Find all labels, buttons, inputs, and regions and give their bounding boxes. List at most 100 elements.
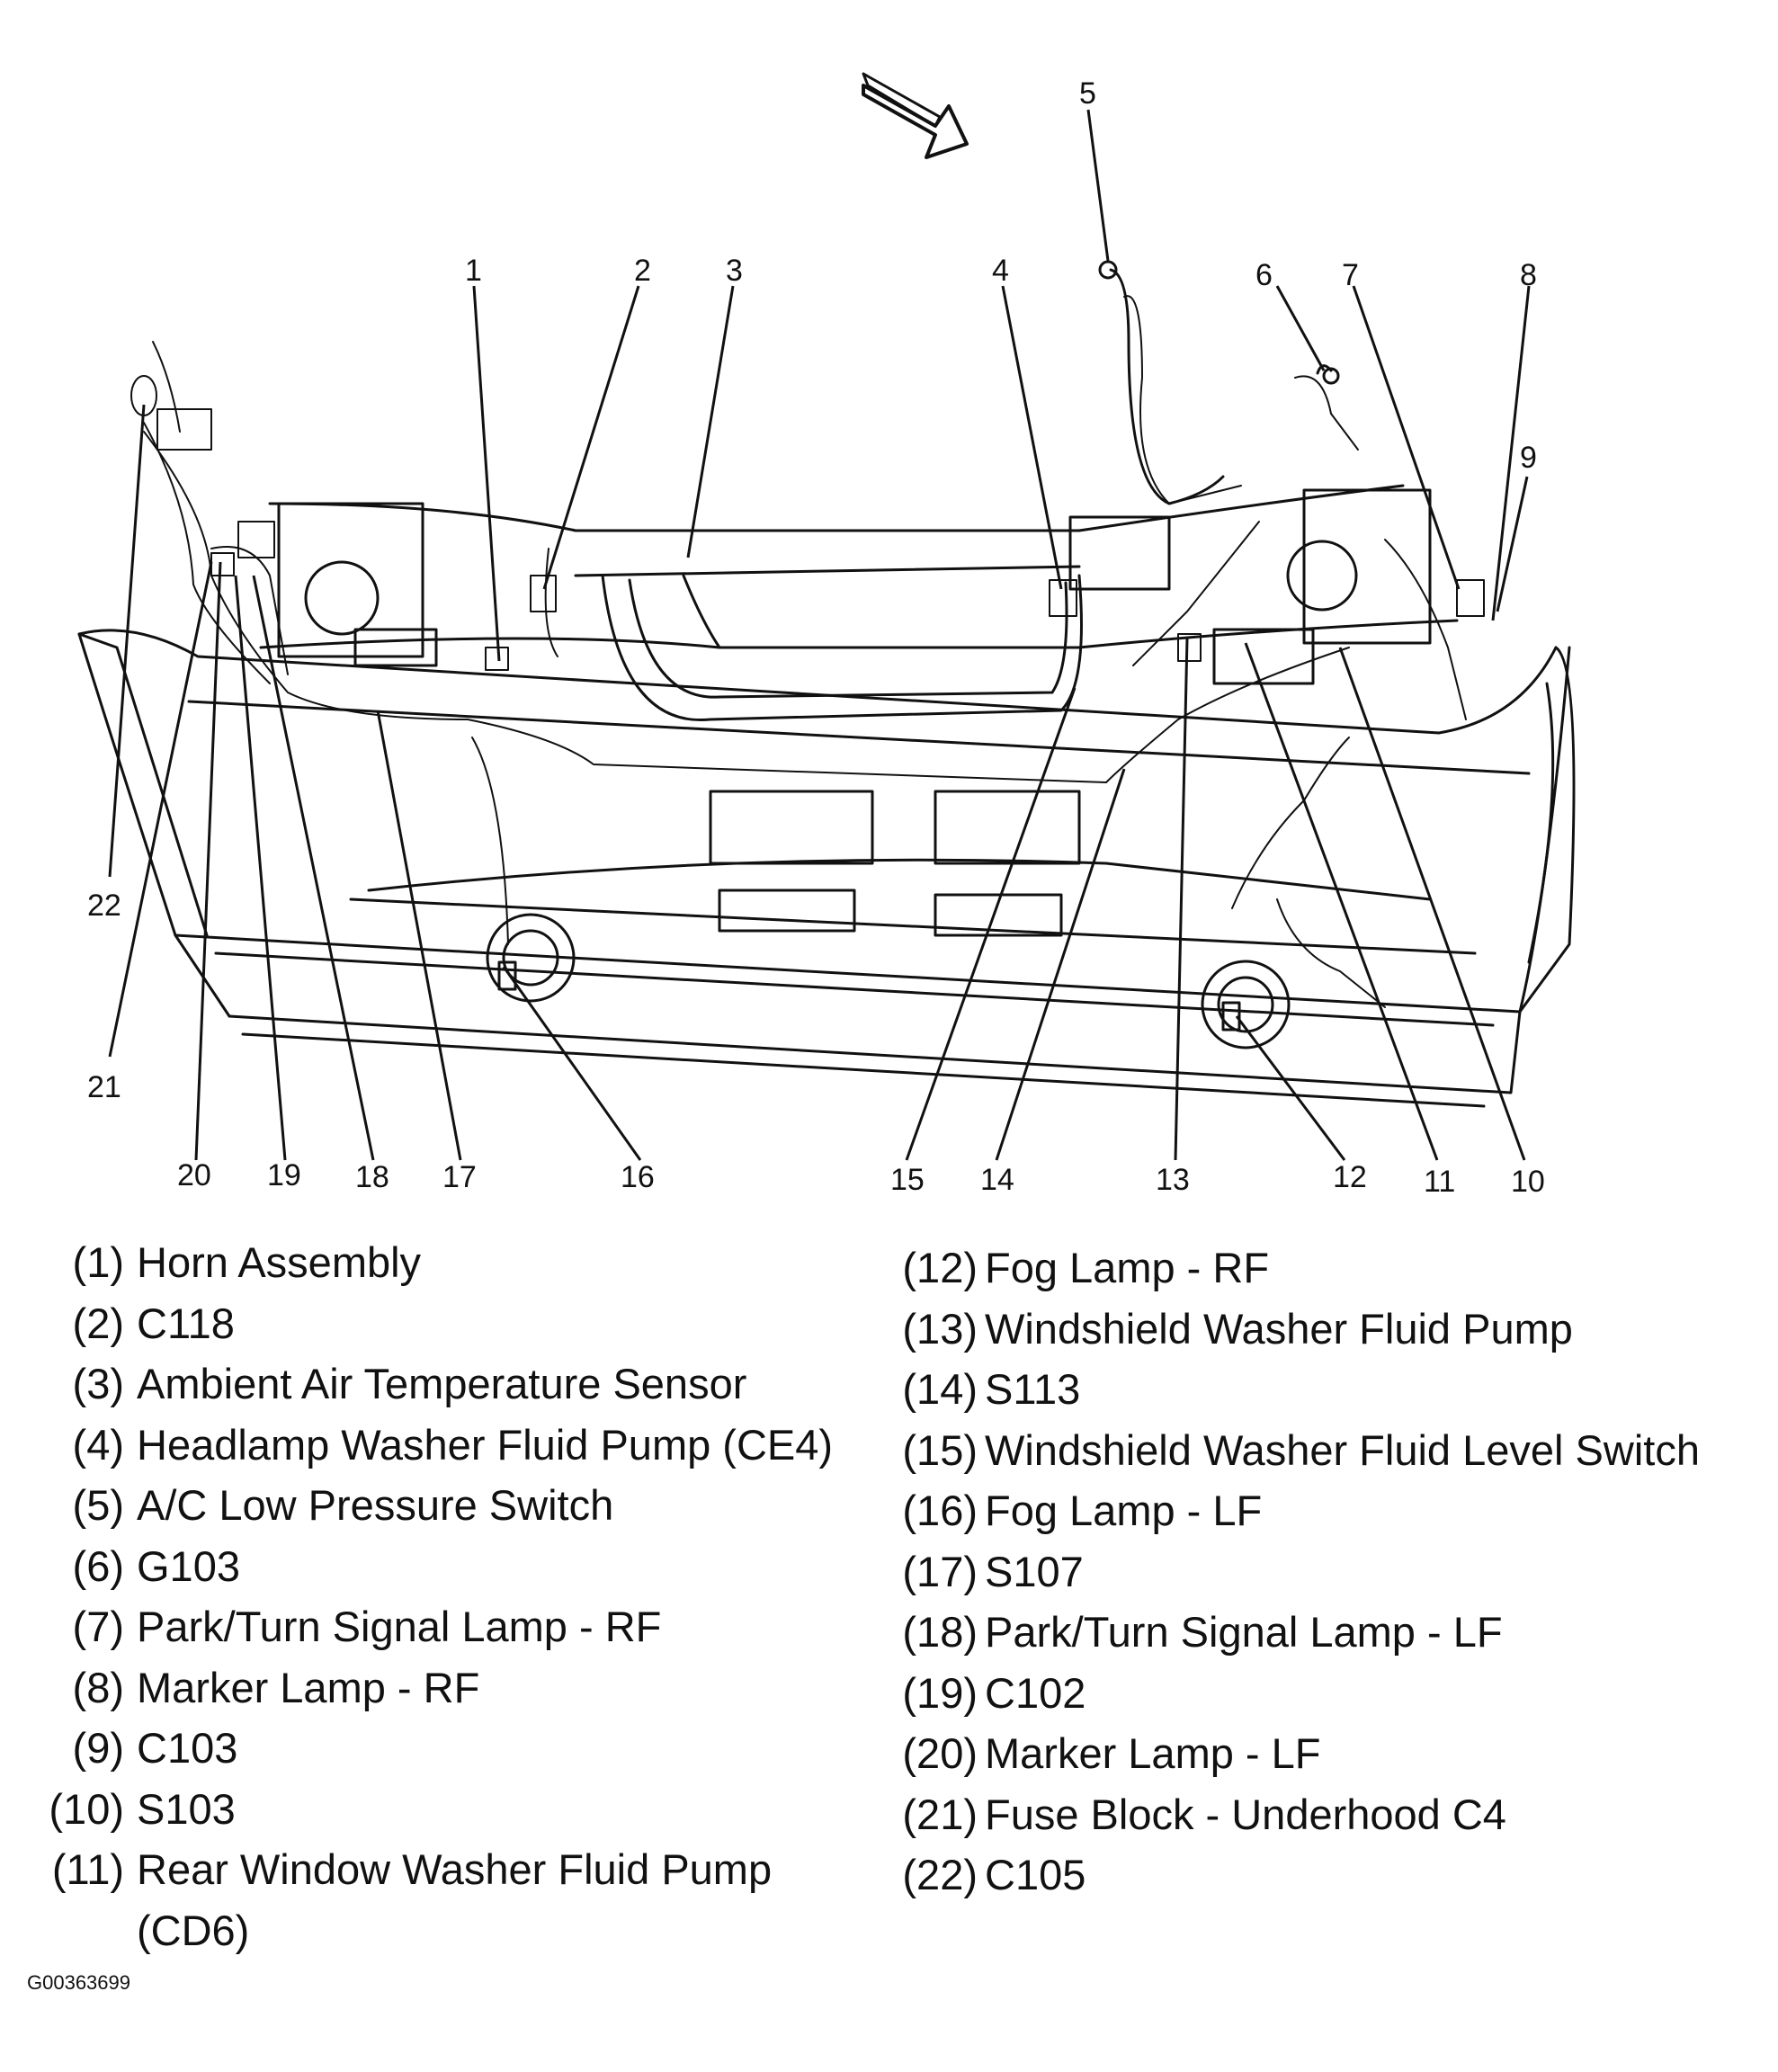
legend-item-number: (1) [72,1238,124,1286]
legend-item-number: (10) [49,1784,124,1833]
legend-item: (10) S103 [27,1779,833,1840]
legend-item-label: Fog Lamp - LF [985,1487,1263,1534]
legend-item: (15)Windshield Washer Fluid Level Switch [886,1420,1700,1481]
callout-7: 7 [1342,258,1359,292]
callout-12: 12 [1333,1160,1367,1194]
legend-item-label: Park/Turn Signal Lamp - LF [985,1608,1503,1656]
legend-item: (21)Fuse Block - Underhood C4 [886,1784,1700,1845]
legend-item: (11) Rear Window Washer Fluid Pump (CD6) [27,1839,833,1960]
callout-5: 5 [1079,76,1096,111]
legend-item-label: S113 [985,1365,1081,1413]
callout-16: 16 [621,1160,655,1194]
callout-11: 11 [1424,1165,1455,1199]
callout-18: 18 [355,1160,389,1194]
legend-item-number: (7) [72,1603,124,1650]
legend-item-number: (16) [902,1487,978,1534]
legend-item-number: (14) [902,1365,978,1413]
legend-item-number: (4) [72,1420,124,1469]
callout-9: 9 [1520,441,1537,475]
legend-item-number: (11) [51,1845,124,1893]
legend-item-label: Marker Lamp - LF [985,1729,1321,1777]
legend-item-number: (6) [72,1541,124,1590]
legend-item: (8) Marker Lamp - RF [27,1657,833,1719]
legend-item-number: (3) [72,1360,124,1407]
legend-item-number: (15) [902,1425,978,1474]
legend-item-number: (22) [902,1851,978,1898]
callout-4: 4 [992,254,1009,288]
legend-item-number: (2) [72,1299,124,1347]
legend-item: (18)Park/Turn Signal Lamp - LF [886,1602,1700,1663]
figure-id: G00363699 [27,1971,130,1994]
legend-item-label: Ambient Air Temperature Sensor [137,1360,747,1407]
ac-line-drawing [1098,260,1340,505]
legend-item-number: (21) [902,1790,978,1838]
legend-item-label: Park/Turn Signal Lamp - RF [137,1603,662,1650]
legend-item: (13)Windshield Washer Fluid Pump [886,1299,1700,1360]
legend-item: (17)S107 [886,1541,1700,1603]
legend-item: (2) C118 [27,1293,833,1354]
callout-3: 3 [726,254,743,288]
legend-item: (9) C103 [27,1718,833,1779]
legend-item-label: C103 [137,1724,238,1772]
legend-item-label: G103 [137,1541,240,1590]
legend-item-number: (20) [902,1729,978,1777]
legend-item: (4) Headlamp Washer Fluid Pump (CE4) [27,1415,833,1476]
legend-item: (16)Fog Lamp - LF [886,1480,1700,1541]
callout-22: 22 [87,889,121,923]
wiring-harness-drawing [130,295,1485,1008]
legend-item-label: Windshield Washer Fluid Level Switch [985,1425,1700,1474]
legend-item-number: (19) [902,1668,978,1717]
legend-item-label: Fuse Block - Underhood C4 [985,1790,1506,1838]
legend-item-label: S103 [137,1784,236,1833]
legend-item-number: (9) [72,1724,124,1772]
legend-item-label: Marker Lamp - RF [137,1663,480,1711]
legend-item: (3) Ambient Air Temperature Sensor [27,1353,833,1415]
callout-17: 17 [442,1160,477,1194]
front-end-wiring-diagram: 1 2 3 4 5 6 7 8 9 10 11 12 13 14 15 16 1… [77,72,1576,1199]
legend-item-label: Horn Assembly [137,1238,422,1286]
legend-item-number: (12) [902,1244,978,1291]
callout-14: 14 [980,1163,1014,1197]
legend-item-label: Fog Lamp - RF [985,1244,1270,1291]
callout-6: 6 [1255,258,1273,292]
callout-13: 13 [1156,1163,1190,1197]
legend-item-label: Windshield Washer Fluid Pump [985,1304,1573,1353]
fog-lamp-lf-drawing [486,913,576,1003]
callout-labels: 1 2 3 4 5 6 7 8 9 10 11 12 13 14 15 16 1… [87,76,1545,1199]
legend-item: (1) Horn Assembly [27,1232,833,1293]
legend-right-column: (12)Fog Lamp - RF(13)Windshield Washer F… [886,1237,1700,1906]
legend-item: (12)Fog Lamp - RF [886,1237,1700,1299]
legend-item: (22)C105 [886,1844,1700,1906]
callout-19: 19 [267,1158,301,1192]
legend-item: (6) G103 [27,1536,833,1597]
legend-item: (20)Marker Lamp - LF [886,1723,1700,1784]
legend-item: (14)S113 [886,1359,1700,1420]
callout-8: 8 [1520,258,1537,292]
legend-item-number: (8) [72,1663,124,1711]
legend-item: (7) Park/Turn Signal Lamp - RF [27,1596,833,1657]
callout-1: 1 [465,254,482,288]
legend-item-label: S107 [985,1547,1084,1595]
callout-15: 15 [890,1163,925,1197]
legend-left-column: (1) Horn Assembly (2) C118 (3) Ambient Air Te… [27,1232,833,1960]
callout-10: 10 [1511,1165,1545,1199]
legend-item-label: Headlamp Washer Fluid Pump (CE4) [137,1420,834,1469]
legend-item-label: C105 [985,1851,1086,1898]
front-fascia-drawing [77,484,1576,1108]
legend-item-number: (18) [902,1608,978,1656]
legend-item-number: (5) [72,1481,124,1529]
orientation-arrow-icon [862,72,969,159]
legend-item: (5) A/C Low Pressure Switch [27,1475,833,1536]
callout-21: 21 [87,1070,121,1104]
callout-20: 20 [177,1158,211,1192]
legend-item-label: C118 [137,1299,235,1347]
legend-item-label: A/C Low Pressure Switch [137,1481,614,1529]
legend-item-number: (13) [902,1304,978,1353]
legend-item-number: (17) [902,1547,978,1595]
fog-lamp-rf-drawing [1201,960,1291,1049]
callout-2: 2 [634,254,651,288]
leader-lines [108,109,1531,1161]
legend-item-label: Rear Window Washer Fluid Pump (CD6) [137,1845,773,1954]
legend-item: (19)C102 [886,1663,1700,1724]
legend-item-label: C102 [985,1668,1086,1717]
